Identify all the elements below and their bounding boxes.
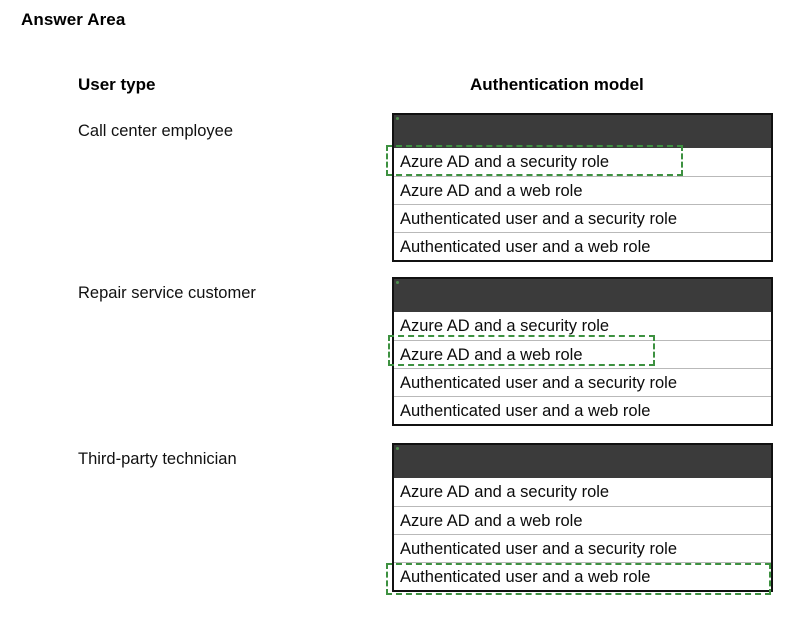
dropdown-third-party-technician[interactable]: Azure AD and a security role Azure AD an… [392,443,773,592]
dropdown-header-bar[interactable] [394,115,771,148]
dropdown-repair-service-customer[interactable]: Azure AD and a security role Azure AD an… [392,277,773,426]
dropdown-option[interactable]: Azure AD and a web role [394,506,771,534]
row-label-repair-service-customer: Repair service customer [78,284,256,302]
dropdown-option[interactable]: Authenticated user and a web role [394,562,771,590]
column-header-user-type: User type [78,75,156,94]
dropdown-header-bar[interactable] [394,445,771,478]
row-label-third-party-technician: Third-party technician [78,450,237,468]
dropdown-option[interactable]: Azure AD and a web role [394,176,771,204]
column-header-authentication-model: Authentication model [470,75,644,94]
dropdown-option[interactable]: Authenticated user and a security role [394,204,771,232]
dropdown-header-bar[interactable] [394,279,771,312]
dropdown-option-list: Azure AD and a security role Azure AD an… [394,478,771,590]
dropdown-option[interactable]: Authenticated user and a security role [394,534,771,562]
dropdown-option[interactable]: Authenticated user and a web role [394,232,771,260]
dropdown-option-list: Azure AD and a security role Azure AD an… [394,148,771,260]
dropdown-option[interactable]: Azure AD and a web role [394,340,771,368]
page-title: Answer Area [21,10,126,29]
dropdown-option[interactable]: Azure AD and a security role [394,148,771,176]
dropdown-option[interactable]: Authenticated user and a web role [394,396,771,424]
dropdown-option[interactable]: Azure AD and a security role [394,478,771,506]
dropdown-option[interactable]: Authenticated user and a security role [394,368,771,396]
dropdown-call-center-employee[interactable]: Azure AD and a security role Azure AD an… [392,113,773,262]
row-label-call-center-employee: Call center employee [78,122,233,140]
dropdown-option[interactable]: Azure AD and a security role [394,312,771,340]
dropdown-option-list: Azure AD and a security role Azure AD an… [394,312,771,424]
